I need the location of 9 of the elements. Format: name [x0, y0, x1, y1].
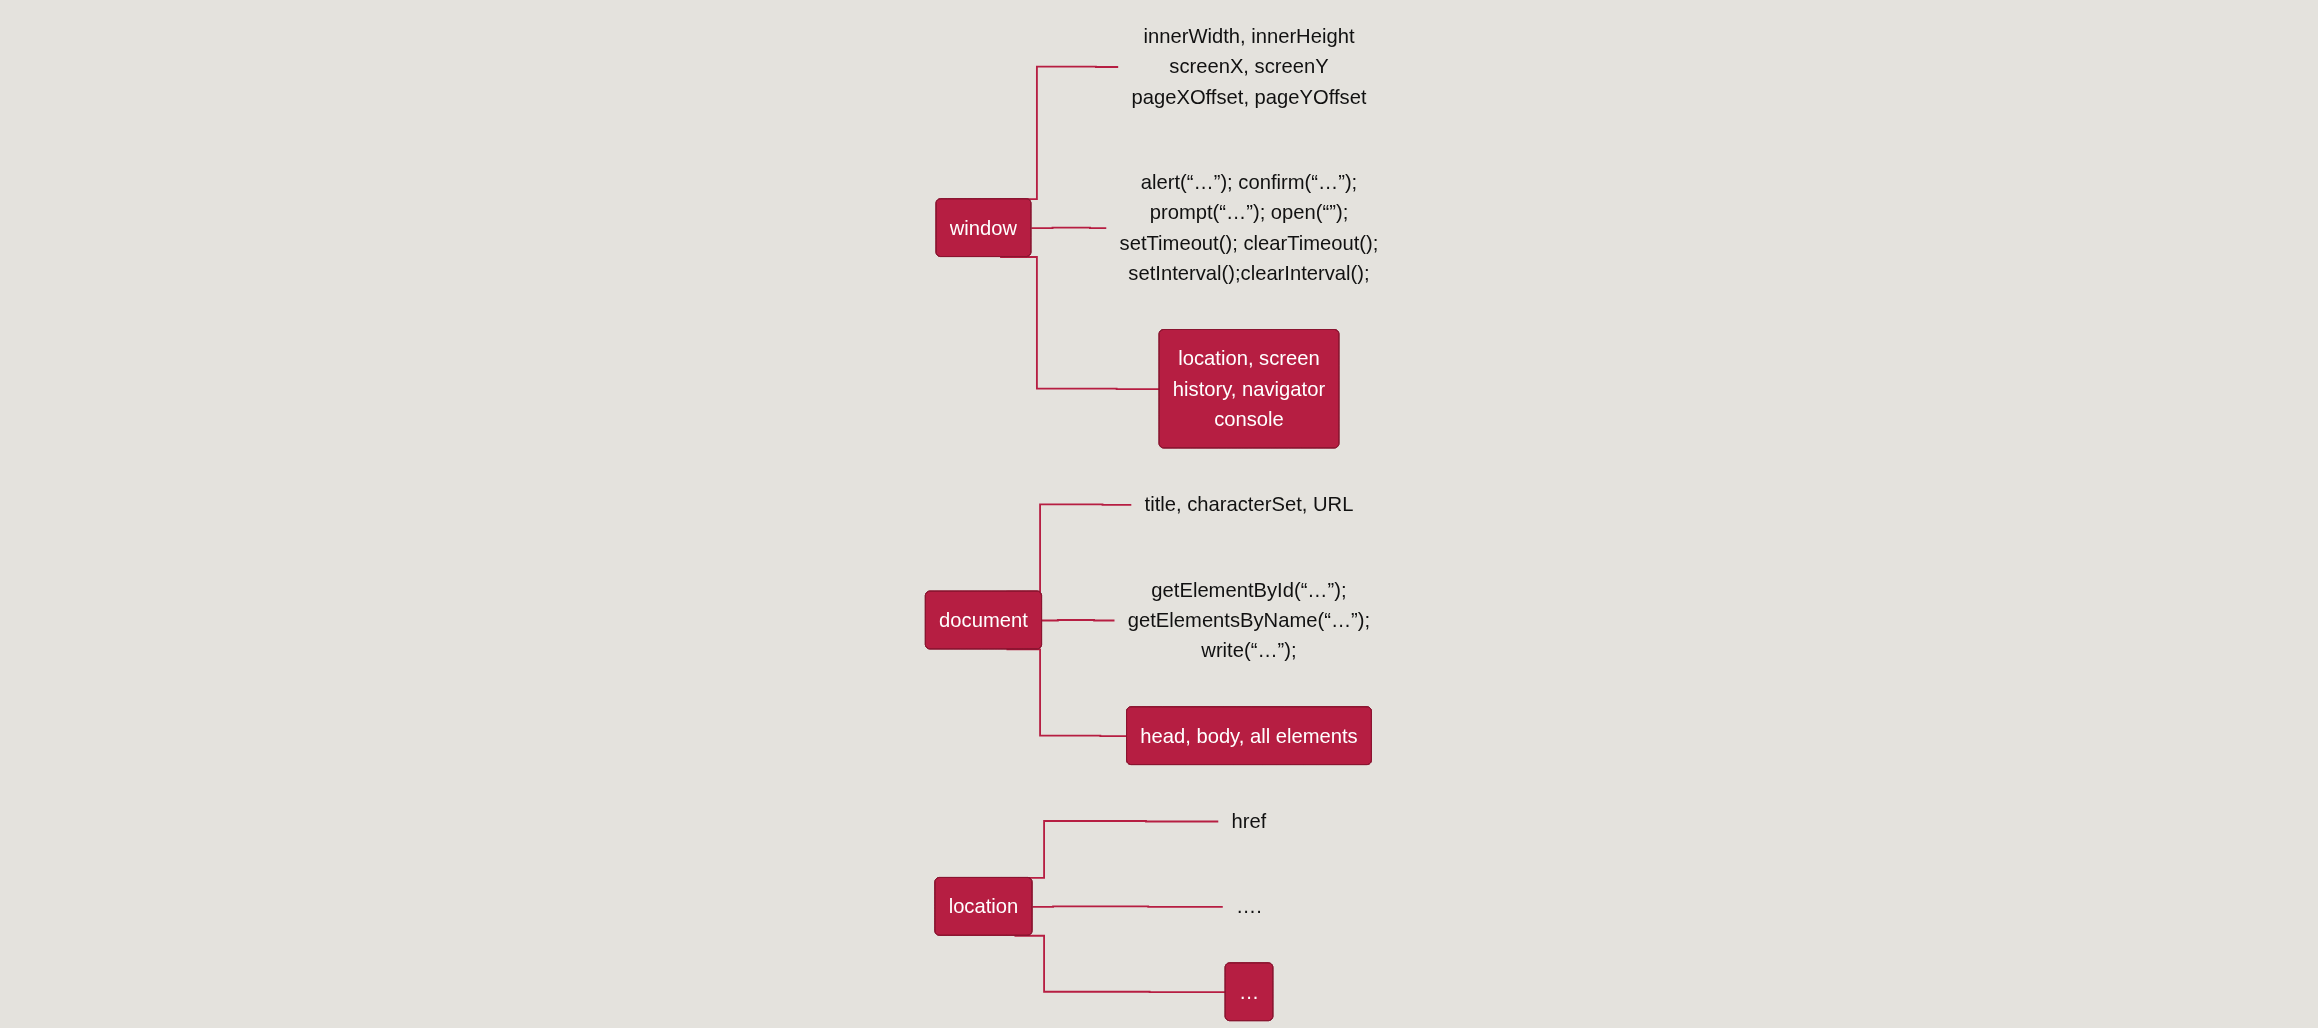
connector	[1030, 226, 1108, 229]
node-text: href	[1231, 809, 1267, 833]
node-text: alert(“…”); confirm(“…”); prompt(“…”); open(“”); setTimeout(); clearTimeout(); setInterval();clearInterval();	[1119, 170, 1379, 285]
node-text: title, characterSet, URL	[1144, 492, 1354, 516]
node-text: ….	[1236, 894, 1263, 918]
connector	[1031, 905, 1224, 908]
node-text: innerWidth, innerHeight screenX, screenY pageXOffset, pageYOffset	[1131, 24, 1367, 109]
connector	[1041, 619, 1116, 622]
node-text: getElementById(“…”); getElementsByName(“…”); write(“…”);	[1128, 578, 1371, 662]
